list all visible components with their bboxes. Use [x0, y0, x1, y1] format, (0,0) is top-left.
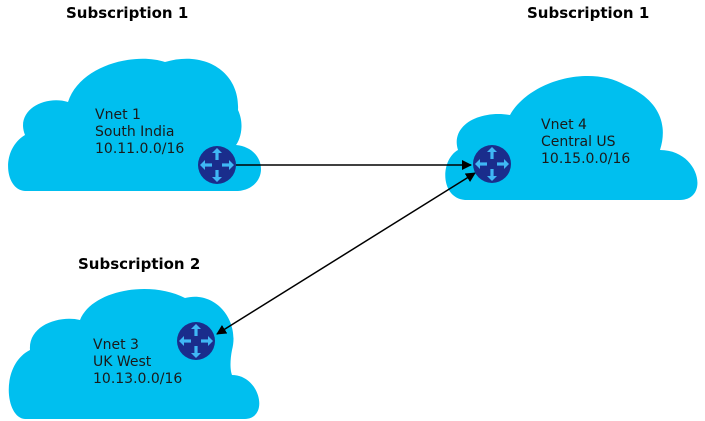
- vnet1-cloud: [8, 58, 262, 191]
- router-icon: [198, 146, 236, 184]
- vnet3-region: UK West: [93, 354, 152, 370]
- router-icon: [177, 322, 215, 360]
- vnet3-cloud: [8, 289, 260, 419]
- vnet4-info: Vnet 4 Central US 10.15.0.0/16: [541, 117, 630, 167]
- vnet4-region: Central US: [541, 134, 616, 150]
- subscription-label-vnet3: Subscription 2: [78, 255, 200, 273]
- subscription-label-vnet4: Subscription 1: [527, 4, 649, 22]
- vnet1-cidr: 10.11.0.0/16: [95, 141, 184, 157]
- vnet1-region: South India: [95, 124, 175, 140]
- vnet4-name: Vnet 4: [541, 117, 587, 133]
- vnet4-cidr: 10.15.0.0/16: [541, 151, 630, 167]
- vnet1-name: Vnet 1: [95, 107, 141, 123]
- vnet3-cidr: 10.13.0.0/16: [93, 371, 182, 387]
- vnet3-name: Vnet 3: [93, 337, 139, 353]
- router-icon: [473, 145, 511, 183]
- connection-vnet4-to-vnet3: [216, 172, 476, 335]
- vnet1-info: Vnet 1 South India 10.11.0.0/16: [95, 107, 184, 157]
- subscription-label-vnet1: Subscription 1: [66, 4, 188, 22]
- vnet3-info: Vnet 3 UK West 10.13.0.0/16: [93, 337, 182, 387]
